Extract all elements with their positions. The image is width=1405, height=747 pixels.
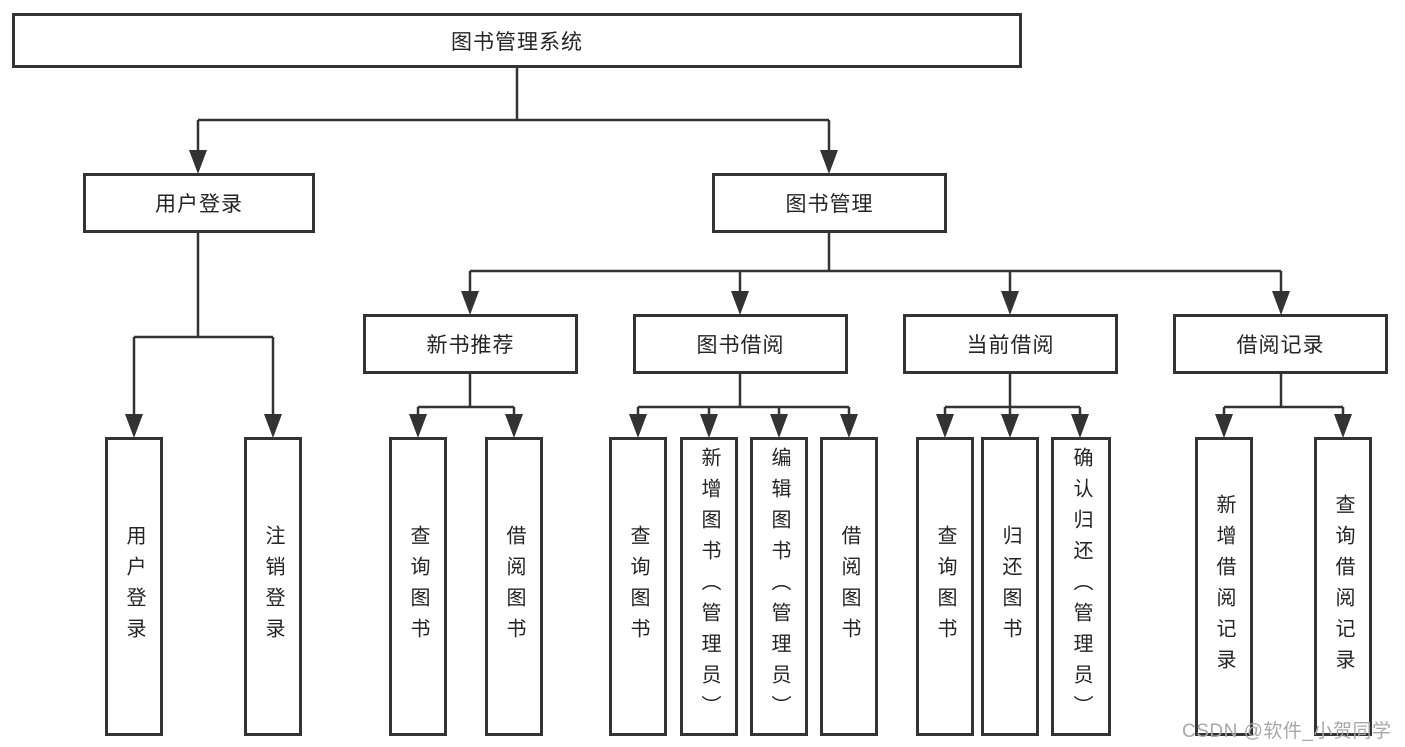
- node-label: 借阅记录: [1236, 334, 1325, 357]
- leaf-query-books-borrow: 查询图书: [609, 437, 667, 736]
- node-current-borrow: 当前借阅: [903, 314, 1118, 374]
- node-user-login: 用户登录: [83, 173, 315, 233]
- node-borrow-records: 借阅记录: [1173, 314, 1388, 374]
- leaf-confirm-return-admin: 确认归还（管理员）: [1051, 437, 1111, 736]
- leaf-borrow-books: 借阅图书: [820, 437, 878, 736]
- leaf-edit-books-admin: 编辑图书（管理员）: [750, 437, 808, 736]
- node-label: 图书管理系统: [451, 30, 583, 54]
- node-label: 用户登录: [155, 193, 243, 216]
- leaf-query-books-current: 查询图书: [916, 437, 974, 736]
- node-label: 借阅图书: [503, 524, 525, 649]
- leaf-query-books-recommend: 查询图书: [389, 437, 447, 736]
- leaf-logout: 注销登录: [244, 437, 302, 736]
- leaf-add-books-admin: 新增图书（管理员）: [680, 437, 738, 736]
- leaf-add-borrow-record: 新增借阅记录: [1195, 437, 1253, 736]
- node-label: 新书推荐: [426, 334, 515, 357]
- leaf-user-login: 用户登录: [105, 437, 163, 736]
- node-label: 新增图书（管理员）: [698, 447, 720, 726]
- leaf-query-borrow-record: 查询借阅记录: [1314, 437, 1372, 736]
- leaf-return-books: 归还图书: [981, 437, 1039, 736]
- node-label: 查询图书: [934, 524, 956, 649]
- node-label: 借阅图书: [838, 524, 860, 649]
- node-label: 归还图书: [999, 524, 1021, 649]
- arrowheads: [125, 150, 1352, 438]
- node-label: 查询图书: [407, 524, 429, 649]
- node-label: 查询图书: [627, 524, 649, 649]
- node-book-management: 图书管理: [712, 173, 947, 233]
- csdn-watermark: CSDN @软件_小贺同学: [1182, 721, 1392, 742]
- node-label: 注销登录: [262, 524, 284, 649]
- node-label: 编辑图书（管理员）: [768, 447, 790, 726]
- node-library-system: 图书管理系统: [12, 13, 1022, 68]
- leaf-borrow-books-recommend: 借阅图书: [485, 437, 543, 736]
- node-label: 用户登录: [123, 524, 145, 649]
- node-label: 当前借阅: [966, 334, 1055, 357]
- node-label: 新增借阅记录: [1213, 493, 1235, 680]
- node-label: 图书借阅: [696, 334, 785, 357]
- node-new-book-recommend: 新书推荐: [363, 314, 578, 374]
- node-label: 查询借阅记录: [1332, 493, 1354, 680]
- node-book-borrow: 图书借阅: [633, 314, 848, 374]
- node-label: 图书管理: [785, 193, 874, 216]
- node-label: 确认归还（管理员）: [1070, 447, 1092, 726]
